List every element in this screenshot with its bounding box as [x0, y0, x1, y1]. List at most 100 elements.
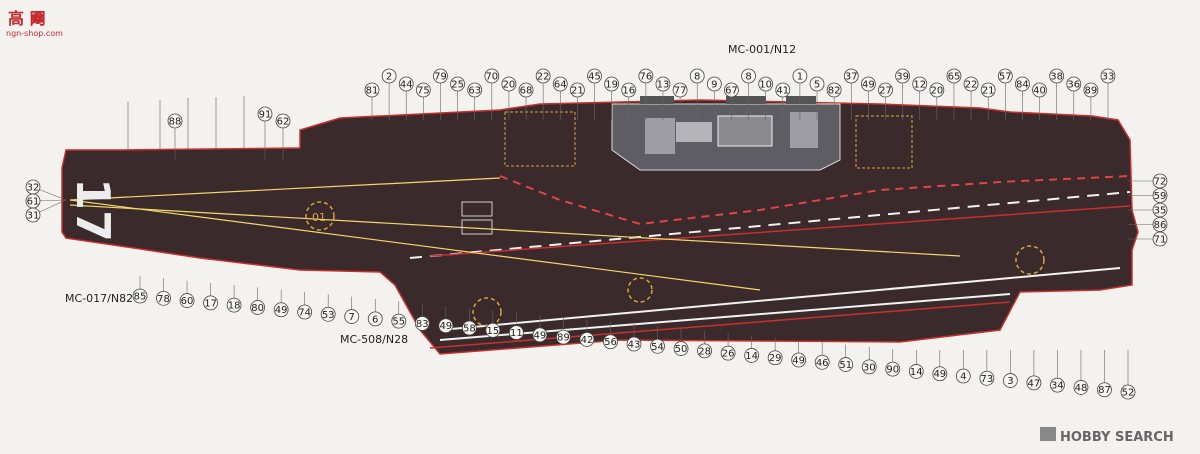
svg-text:32: 32	[27, 183, 40, 194]
centerlines	[69, 177, 961, 291]
callout-bubble: 85	[132, 276, 148, 304]
svg-text:15: 15	[486, 326, 499, 337]
svg-text:ngn-shop.com: ngn-shop.com	[6, 29, 63, 38]
callout-bubble: 22	[535, 68, 551, 120]
callout-bubble: 22	[963, 76, 979, 120]
callout-bubble: 68	[518, 82, 534, 120]
svg-text:88: 88	[169, 117, 182, 128]
svg-text:89: 89	[557, 333, 570, 344]
svg-text:22: 22	[537, 72, 550, 83]
callout-bubble: 2	[381, 68, 397, 120]
callout-bubble: 49	[532, 314, 548, 343]
svg-text:70: 70	[485, 72, 498, 83]
elevators	[461, 201, 493, 235]
callout-bubble: 83	[414, 303, 430, 331]
callout-bubble: 8	[741, 68, 756, 120]
svg-text:19: 19	[605, 80, 618, 91]
callout-bubble: 10	[758, 76, 774, 120]
callout-bubble: 77	[672, 82, 688, 120]
svg-text:57: 57	[999, 72, 1012, 83]
callout-bubble: 81	[364, 82, 380, 120]
callout-stern: MC-017/N82	[65, 292, 133, 305]
callout-bubble: 9	[706, 76, 722, 120]
svg-text:83: 83	[416, 319, 429, 330]
callout-bubble: 64	[552, 76, 568, 120]
callout-bubble: 40	[1032, 82, 1047, 120]
svg-text:42: 42	[581, 335, 594, 346]
callout-bubble: 21	[569, 82, 585, 120]
callout-bubble: 45	[587, 68, 602, 120]
callout-bubble: 37	[843, 68, 859, 120]
svg-text:90: 90	[886, 365, 899, 376]
callout-bubble: 41	[775, 82, 791, 120]
svg-text:5: 5	[814, 80, 820, 91]
svg-text:65: 65	[948, 72, 961, 83]
callout-bubbles: 8124475792563702068226421451916761377896…	[25, 68, 1168, 400]
callout-bubble: 63	[467, 82, 483, 120]
callout-bubble: 44	[398, 76, 414, 120]
svg-text:34: 34	[1051, 381, 1064, 392]
svg-text:11: 11	[510, 328, 523, 339]
callout-bubble: 70	[484, 68, 500, 120]
svg-text:10: 10	[759, 80, 772, 91]
callout-bubble: 62	[275, 113, 291, 160]
svg-text:3: 3	[1007, 376, 1013, 387]
callout-bubble: 47	[1026, 350, 1042, 391]
callout-bubble: 80	[250, 287, 266, 315]
callout-bubble: 26	[720, 333, 736, 361]
callout-bubble: 76	[638, 68, 654, 120]
svg-text:50: 50	[675, 344, 688, 355]
svg-text:59: 59	[1154, 191, 1167, 202]
callout-bubble: 55	[391, 301, 407, 329]
svg-text:60: 60	[181, 296, 194, 307]
callout-bubble: 39	[895, 68, 911, 120]
callout-bubble: 19	[604, 76, 620, 120]
callout-bubble: 53	[320, 294, 336, 322]
svg-text:29: 29	[769, 353, 782, 364]
callout-bubble: 78	[156, 278, 171, 306]
callout-bubble: 5	[809, 76, 825, 120]
callout-bubble: 7	[344, 296, 360, 324]
callout-bubble: 58	[461, 308, 477, 336]
callout-bubble: 46	[814, 342, 830, 370]
svg-text:30: 30	[863, 362, 876, 373]
svg-text:35: 35	[1154, 206, 1167, 217]
callout-bubble: 60	[179, 280, 195, 308]
callout-bubble: 82	[826, 82, 842, 120]
callout-bubble: 14	[908, 350, 924, 379]
callout-bubble: 52	[1120, 350, 1136, 400]
callout-bubble: 88	[167, 113, 183, 160]
svg-text:55: 55	[392, 317, 405, 328]
callout-bubble: 28	[697, 330, 712, 359]
svg-text:75: 75	[417, 86, 430, 97]
callout-bubble: 67	[724, 82, 739, 120]
svg-text:76: 76	[639, 72, 652, 83]
callout-bubble: 84	[1015, 76, 1030, 120]
svg-text:51: 51	[839, 360, 852, 371]
callout-bubble: 79	[433, 68, 448, 120]
callout-bubble: 32	[25, 179, 67, 201]
svg-text:14: 14	[910, 367, 923, 378]
svg-text:49: 49	[439, 321, 452, 332]
callout-bubble: 71	[1128, 231, 1168, 247]
svg-text:2: 2	[386, 72, 392, 83]
svg-text:86: 86	[1154, 220, 1167, 231]
callout-bubble: 35	[1128, 202, 1168, 218]
svg-text:6: 6	[372, 314, 378, 325]
svg-text:48: 48	[1075, 383, 1088, 394]
svg-text:18: 18	[228, 301, 241, 312]
svg-text:71: 71	[1154, 235, 1167, 246]
svg-text:36: 36	[1067, 80, 1080, 91]
callout-bubble: 86	[1128, 217, 1168, 232]
credit-badge: HOBBY SEARCH	[1040, 427, 1174, 445]
svg-text:61: 61	[27, 197, 40, 208]
callout-bubble: 50	[673, 328, 689, 356]
callout-bubble: 65	[946, 68, 962, 120]
callout-bubble: 18	[226, 285, 242, 313]
svg-text:63: 63	[468, 86, 481, 97]
callout-bubble: 33	[1100, 68, 1116, 120]
svg-text:82: 82	[828, 86, 841, 97]
svg-text:27: 27	[879, 86, 892, 97]
callout-bubble: 90	[885, 349, 901, 377]
callout-main: MC-001/N12	[728, 43, 796, 56]
